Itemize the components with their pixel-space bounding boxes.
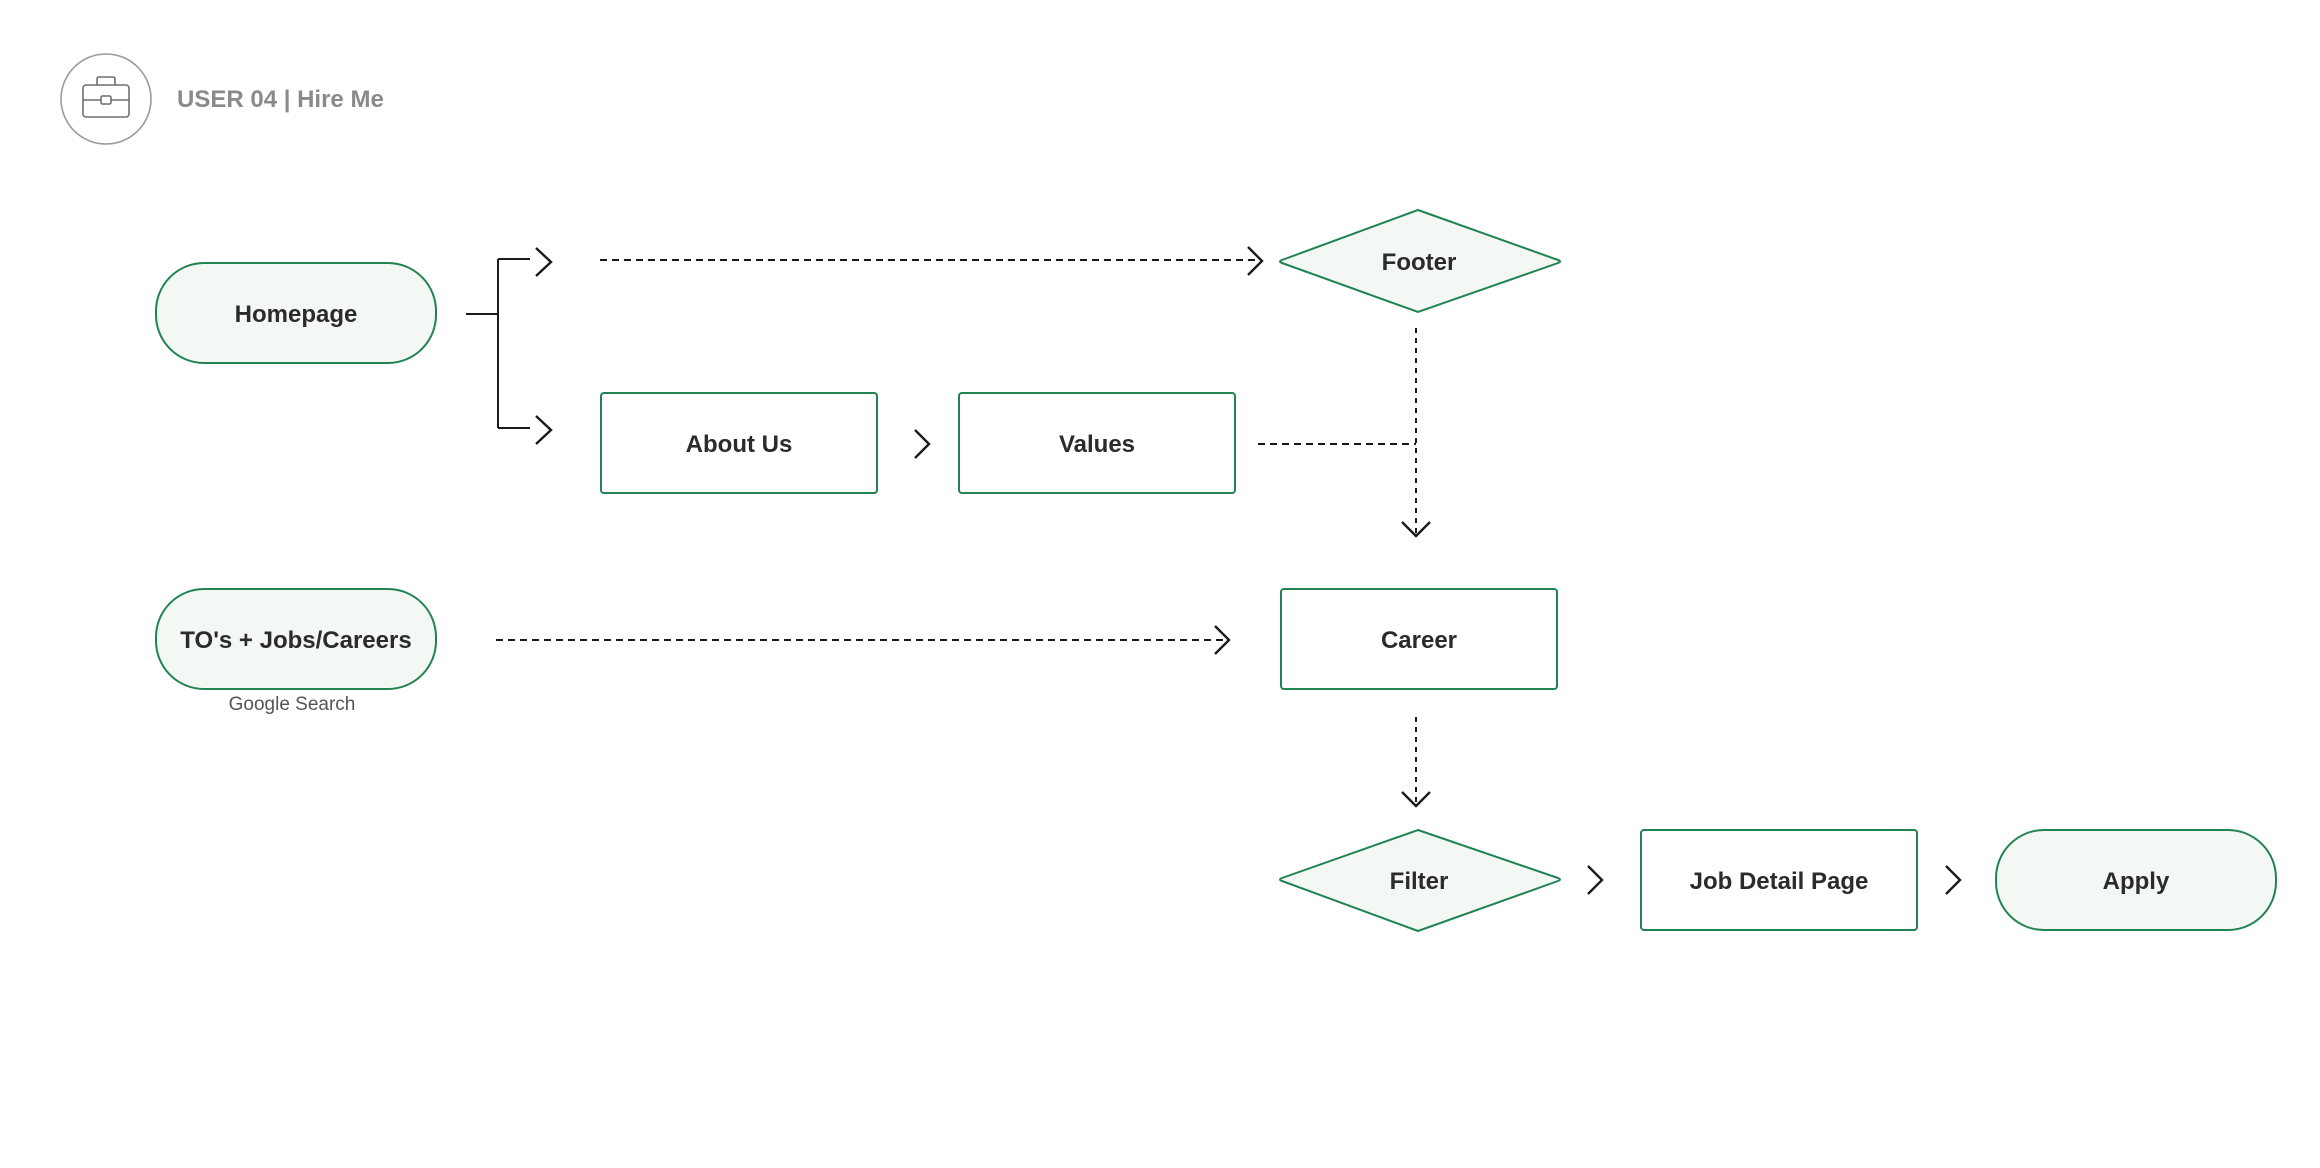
node-homepage-label: Homepage: [235, 301, 358, 328]
arrow-to-career-down: [1401, 521, 1431, 538]
node-about-us-label: About Us: [686, 431, 793, 458]
arrow-to-career: [1214, 625, 1231, 655]
node-values[interactable]: Values: [958, 392, 1236, 494]
briefcase-icon: [82, 76, 130, 118]
node-filter[interactable]: Filter: [1279, 828, 1561, 933]
google-search-caption: Google Search: [229, 694, 356, 715]
node-values-label: Values: [1059, 431, 1135, 458]
node-job-detail-page[interactable]: Job Detail Page: [1640, 829, 1918, 931]
header: USER 04 | Hire Me: [60, 53, 384, 145]
node-tos-jobs-careers[interactable]: TO's + Jobs/Careers: [155, 588, 437, 690]
arrow-about-to-values: [914, 429, 931, 459]
node-career-label: Career: [1381, 627, 1457, 654]
page-title: USER 04 | Hire Me: [177, 86, 384, 113]
homepage-branch-connector: [466, 258, 530, 429]
node-footer-label: Footer: [1382, 249, 1457, 276]
node-career[interactable]: Career: [1280, 588, 1558, 690]
briefcase-icon-circle: [60, 53, 152, 145]
node-job-detail-page-label: Job Detail Page: [1690, 868, 1869, 895]
connectors: [466, 246, 1962, 895]
arrow-to-footer-branch: [535, 247, 553, 277]
node-tos-jobs-careers-label: TO's + Jobs/Careers: [180, 627, 411, 654]
node-filter-label: Filter: [1390, 868, 1449, 895]
node-apply-label: Apply: [2103, 868, 2170, 895]
arrow-to-footer: [1247, 246, 1264, 276]
node-about-us[interactable]: About Us: [600, 392, 878, 494]
arrow-to-filter-down: [1401, 791, 1431, 808]
arrow-to-about-branch: [535, 415, 553, 445]
arrow-filter-to-job-detail: [1587, 865, 1604, 895]
node-homepage[interactable]: Homepage: [155, 262, 437, 364]
node-footer[interactable]: Footer: [1279, 208, 1561, 314]
node-apply[interactable]: Apply: [1995, 829, 2277, 931]
arrow-job-detail-to-apply: [1945, 865, 1962, 895]
